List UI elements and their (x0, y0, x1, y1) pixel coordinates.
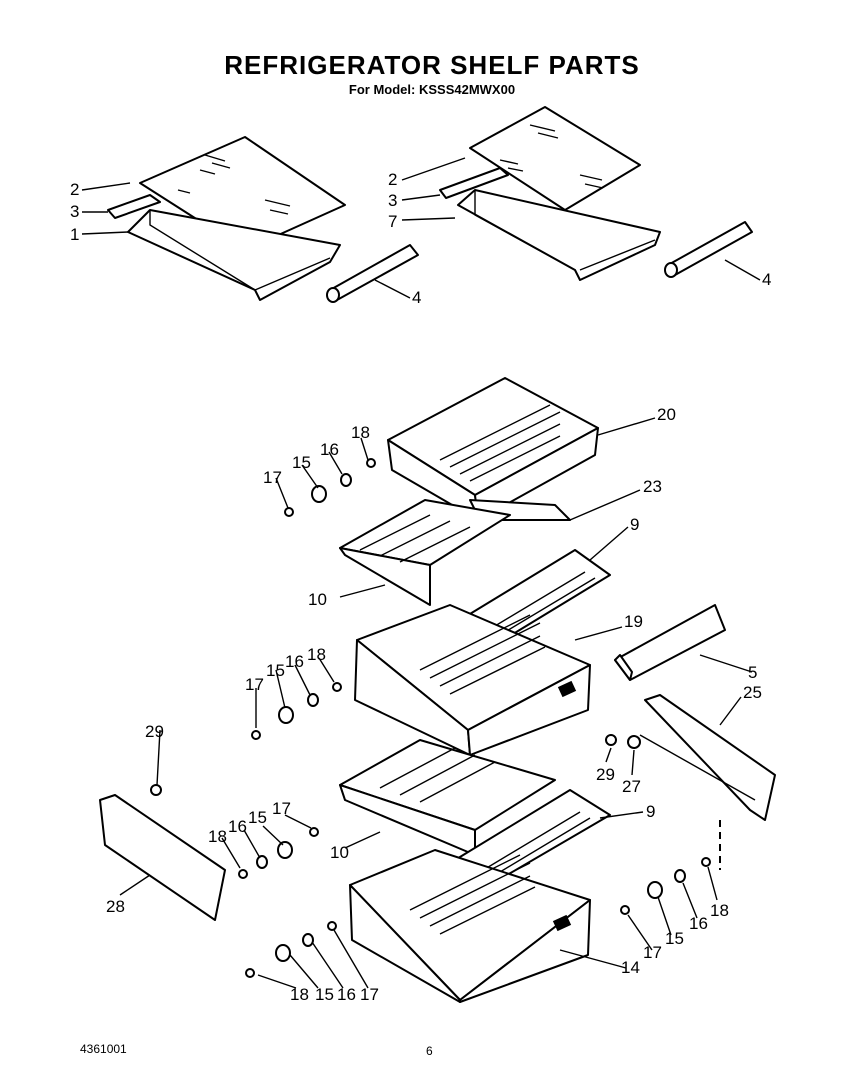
callout-5: 5 (748, 663, 757, 682)
roller-hardware-set-4 (245, 921, 337, 978)
callout-15b: 15 (266, 661, 285, 680)
callout-4b: 4 (762, 270, 771, 289)
callout-16d: 16 (337, 985, 356, 1004)
side-rail (614, 604, 726, 681)
callout-18c: 18 (208, 827, 227, 846)
callout-4a: 4 (412, 288, 421, 307)
shelf-frame-right (457, 189, 661, 281)
callout-25: 25 (743, 683, 762, 702)
callout-19: 19 (624, 612, 643, 631)
callout-15d: 15 (315, 985, 334, 1004)
callout-17a: 17 (263, 468, 282, 487)
callout-16a: 16 (320, 440, 339, 459)
callout-9a: 9 (630, 515, 639, 534)
callout-9b: 9 (646, 802, 655, 821)
callout-2a: 2 (70, 180, 79, 199)
support-bracket-left (99, 794, 226, 921)
shelf-end-cap-left (326, 244, 419, 303)
page-title: REFRIGERATOR SHELF PARTS (224, 50, 640, 80)
callout-29b: 29 (596, 765, 615, 784)
callout-1: 1 (70, 225, 79, 244)
glass-shelf-right (469, 106, 641, 211)
callout-16b: 16 (285, 652, 304, 671)
callout-16e: 16 (689, 914, 708, 933)
callout-20: 20 (657, 405, 676, 424)
document-number: 4361001 (80, 1042, 127, 1056)
callout-2b: 2 (388, 170, 397, 189)
callout-17c: 17 (272, 799, 291, 818)
shelf-frame-left (127, 209, 341, 301)
roller-hardware-set-5 (620, 857, 711, 915)
callout-10b: 10 (330, 843, 349, 862)
callout-27: 27 (622, 777, 641, 796)
leader-lines (81, 157, 761, 989)
callout-10a: 10 (308, 590, 327, 609)
page-number: 6 (426, 1044, 433, 1058)
callout-15c: 15 (248, 808, 267, 827)
model-subtitle: For Model: KSSS42MWX00 (348, 82, 516, 97)
support-bracket-right (639, 694, 776, 821)
callout-16c: 16 (228, 817, 247, 836)
callout-18e: 18 (710, 901, 729, 920)
callout-17e: 17 (643, 943, 662, 962)
drawer-bottom (349, 849, 591, 1003)
callout-18d: 17 (360, 985, 379, 1004)
screw-29-right (605, 734, 641, 749)
callout-7: 7 (388, 212, 397, 231)
drawer-top (387, 377, 599, 521)
shelf-trim-right (439, 167, 509, 199)
callout-18b: 18 (307, 645, 326, 664)
crisper-cover-lower (339, 739, 556, 856)
callout-17d: 18 (290, 985, 309, 1004)
roller-hardware-set-1 (284, 458, 376, 517)
roller-hardware-set-3 (238, 827, 319, 879)
shelf-end-cap-right (664, 221, 753, 278)
callout-17b: 17 (245, 675, 264, 694)
crisper-cover-upper (339, 499, 511, 606)
callout-29a: 29 (145, 722, 164, 741)
callout-3a: 3 (70, 202, 79, 221)
screw-29-left (150, 784, 162, 796)
callout-15a: 15 (292, 453, 311, 472)
callout-labels: 2 3 1 4 2 3 7 4 20 23 9 10 19 5 25 17 15… (70, 170, 771, 1004)
callout-28: 28 (106, 897, 125, 916)
callout-23: 23 (643, 477, 662, 496)
callout-18a: 18 (351, 423, 370, 442)
callout-14: 14 (621, 958, 640, 977)
roller-hardware-set-2 (251, 682, 342, 740)
drawer-middle (354, 604, 591, 756)
shelf-trim-left (107, 194, 161, 219)
callout-3b: 3 (388, 191, 397, 210)
callout-15e: 15 (665, 929, 684, 948)
